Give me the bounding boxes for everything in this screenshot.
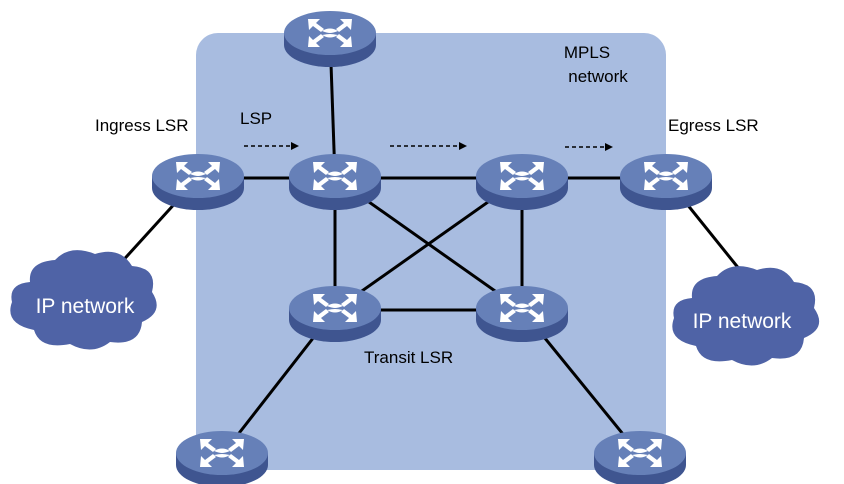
router-lsr-c (289, 286, 381, 342)
router-icon (289, 154, 381, 210)
cloud-ip-right: IP network (672, 266, 820, 366)
cloud-label: IP network (36, 295, 135, 318)
cloud-label: IP network (693, 310, 792, 333)
router-icon (620, 154, 712, 210)
router-edge-bl (176, 431, 268, 484)
router-lsr-a (289, 154, 381, 210)
egress-label: Egress LSR (668, 116, 759, 135)
mpls-label-line1: MPLS (564, 43, 610, 62)
router-egress (620, 154, 712, 210)
cloud-ip-left: IP network (10, 250, 157, 350)
router-ingress (152, 154, 244, 210)
router-icon (289, 286, 381, 342)
mpls-region (196, 33, 666, 470)
router-lsr-b (476, 154, 568, 210)
router-icon (284, 11, 376, 67)
lsp-arrows (244, 142, 613, 151)
router-icon (476, 286, 568, 342)
router-lsr-d (476, 286, 568, 342)
router-icon (176, 431, 268, 484)
transit-label: Transit LSR (364, 348, 453, 367)
cloud-icon (672, 266, 820, 366)
mpls-label-line2: network (568, 67, 628, 86)
lsp-label: LSP (240, 109, 272, 128)
router-icon (152, 154, 244, 210)
cloud-icon (10, 250, 157, 350)
router-top (284, 11, 376, 67)
router-icon (476, 154, 568, 210)
router-icon (594, 431, 686, 484)
ingress-label: Ingress LSR (95, 116, 189, 135)
router-edge-br (594, 431, 686, 484)
